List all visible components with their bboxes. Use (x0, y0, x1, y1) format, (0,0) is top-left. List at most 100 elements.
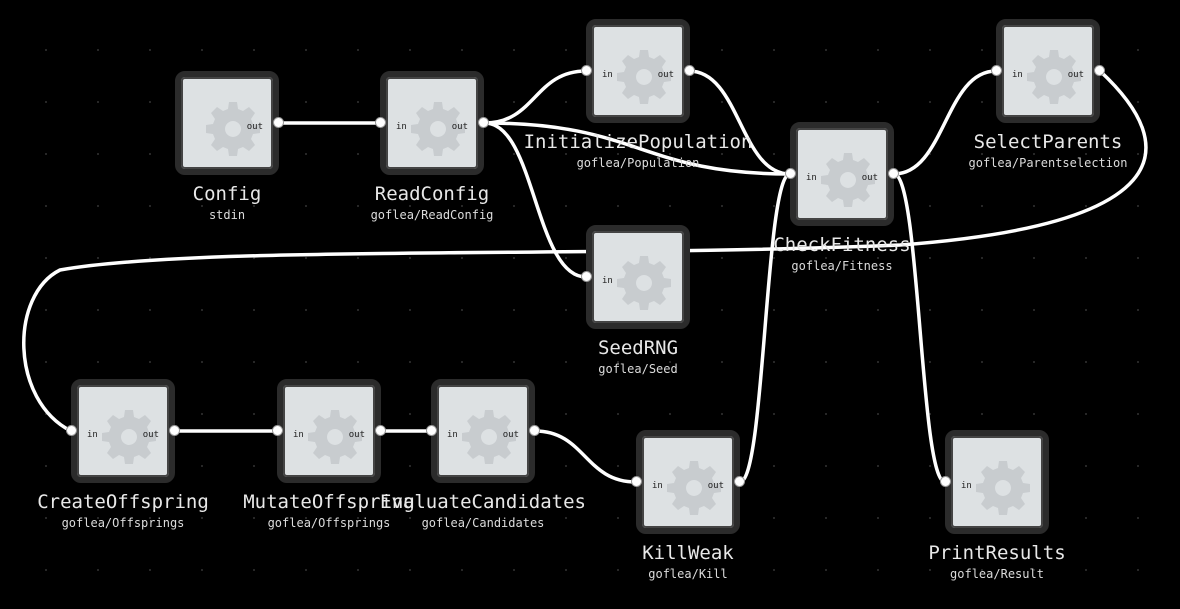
port-in[interactable] (991, 65, 1002, 76)
node-body[interactable]: in out (380, 71, 484, 175)
node-title: PrintResults (928, 542, 1066, 564)
node-title: CreateOffspring (37, 491, 209, 513)
port-in-label: in (652, 481, 663, 491)
port-in[interactable] (66, 425, 77, 436)
port-out[interactable] (529, 425, 540, 436)
node-body[interactable]: in out (431, 379, 535, 483)
port-out[interactable] (169, 425, 180, 436)
gear-icon (411, 102, 465, 156)
port-out[interactable] (273, 117, 284, 128)
node-title: EvaluateCandidates (380, 491, 586, 513)
port-out[interactable] (734, 476, 745, 487)
port-in[interactable] (940, 476, 951, 487)
node-selectparents[interactable]: in out SelectParents goflea/Parentselect… (969, 19, 1127, 170)
port-out[interactable] (1094, 65, 1105, 76)
edge-initpop-checkfitness[interactable] (687, 69, 792, 176)
port-out-label: out (707, 481, 724, 491)
port-in-label: in (806, 173, 817, 183)
port-in[interactable] (581, 271, 592, 282)
node-title: ReadConfig (374, 183, 490, 205)
node-subtitle: stdin (208, 208, 246, 222)
gear-icon (667, 461, 721, 515)
node-body[interactable]: in out (586, 19, 690, 123)
node-body[interactable]: in out (71, 379, 175, 483)
node-mutateoffspring[interactable]: in out MutateOffspring goflea/Offsprings (243, 379, 415, 530)
gear-icon (206, 102, 260, 156)
edge-readconfig-checkfitness[interactable] (483, 121, 792, 176)
node-title: SeedRNG (597, 337, 679, 359)
node-title: KillWeak (642, 542, 734, 564)
node-body[interactable]: in out (996, 19, 1100, 123)
port-in[interactable] (375, 117, 386, 128)
port-in-label: in (602, 276, 613, 286)
node-subtitle: goflea/Offsprings (61, 516, 185, 530)
gear-icon (102, 410, 156, 464)
node-subtitle: goflea/Result (950, 567, 1044, 581)
gear-icon (308, 410, 362, 464)
port-out[interactable] (375, 425, 386, 436)
node-createoffspring[interactable]: in out CreateOffspring goflea/Offsprings (37, 379, 209, 530)
node-initialize-population[interactable]: in out InitializePopulation goflea/Popul… (524, 19, 752, 170)
edge-killweak-checkfitness[interactable] (738, 172, 792, 484)
node-title: SelectParents (973, 131, 1123, 153)
port-in-label: in (447, 430, 458, 440)
port-in-label: in (396, 122, 407, 132)
gear-icon (821, 153, 875, 207)
node-body[interactable]: in out (277, 379, 381, 483)
node-title: Config (192, 183, 262, 205)
gear-icon (617, 50, 671, 104)
gear-icon (976, 461, 1030, 515)
node-body[interactable]: in out (636, 430, 740, 534)
node-killweak[interactable]: in out KillWeak goflea/Kill (631, 430, 745, 581)
port-in[interactable] (426, 425, 437, 436)
port-out[interactable] (478, 117, 489, 128)
node-checkfitness[interactable]: in out CheckFitness goflea/Fitness (773, 122, 911, 273)
node-subtitle: goflea/Kill (648, 567, 728, 581)
node-title: MutateOffspring (243, 491, 415, 513)
port-out-label: out (142, 430, 159, 440)
port-in-label: in (293, 430, 304, 440)
node-seedrng[interactable]: in SeedRNG goflea/Seed (581, 225, 690, 376)
port-in-label: in (87, 430, 98, 440)
edge-readconfig-initpop[interactable] (483, 69, 588, 125)
node-body[interactable]: in (945, 430, 1049, 534)
port-in-label: in (961, 481, 972, 491)
node-subtitle: goflea/Offsprings (267, 516, 391, 530)
edge-checkfitness-printresults[interactable] (892, 172, 947, 484)
port-in-label: in (1012, 70, 1023, 80)
gear-icon (617, 256, 671, 310)
gear-icon (1027, 50, 1081, 104)
port-out-label: out (246, 122, 263, 132)
edge-evaluatecandidates-killweak[interactable] (533, 429, 638, 484)
edge-readconfig-seedrng[interactable] (483, 121, 588, 279)
port-out[interactable] (888, 168, 899, 179)
port-out-label: out (451, 122, 468, 132)
node-config[interactable]: out Config stdin (175, 71, 284, 222)
port-out-label: out (1067, 70, 1084, 80)
edge-selectparents-createoffspring[interactable] (22, 69, 1148, 433)
node-subtitle: goflea/Fitness (791, 259, 893, 273)
port-out-label: out (348, 430, 365, 440)
gear-icon (462, 410, 516, 464)
node-subtitle: goflea/Candidates (421, 516, 545, 530)
port-out[interactable] (684, 65, 695, 76)
node-printresults[interactable]: in PrintResults goflea/Result (928, 430, 1066, 581)
port-out-label: out (861, 173, 878, 183)
port-out-label: out (502, 430, 519, 440)
edge-checkfitness-selectparents[interactable] (892, 69, 998, 176)
node-readconfig[interactable]: in out ReadConfig goflea/ReadConfig (371, 71, 493, 222)
node-body[interactable]: out (175, 71, 279, 175)
port-in[interactable] (785, 168, 796, 179)
node-subtitle: goflea/Parentselection (968, 156, 1128, 170)
port-in[interactable] (581, 65, 592, 76)
node-subtitle: goflea/Seed (598, 362, 678, 376)
node-evaluatecandidates[interactable]: in out EvaluateCandidates goflea/Candida… (380, 379, 586, 530)
node-body[interactable]: in (586, 225, 690, 329)
port-out-label: out (657, 70, 674, 80)
node-body[interactable]: in out (790, 122, 894, 226)
node-title: CheckFitness (773, 234, 911, 256)
port-in[interactable] (631, 476, 642, 487)
port-in[interactable] (272, 425, 283, 436)
node-subtitle: goflea/Population (576, 156, 700, 170)
